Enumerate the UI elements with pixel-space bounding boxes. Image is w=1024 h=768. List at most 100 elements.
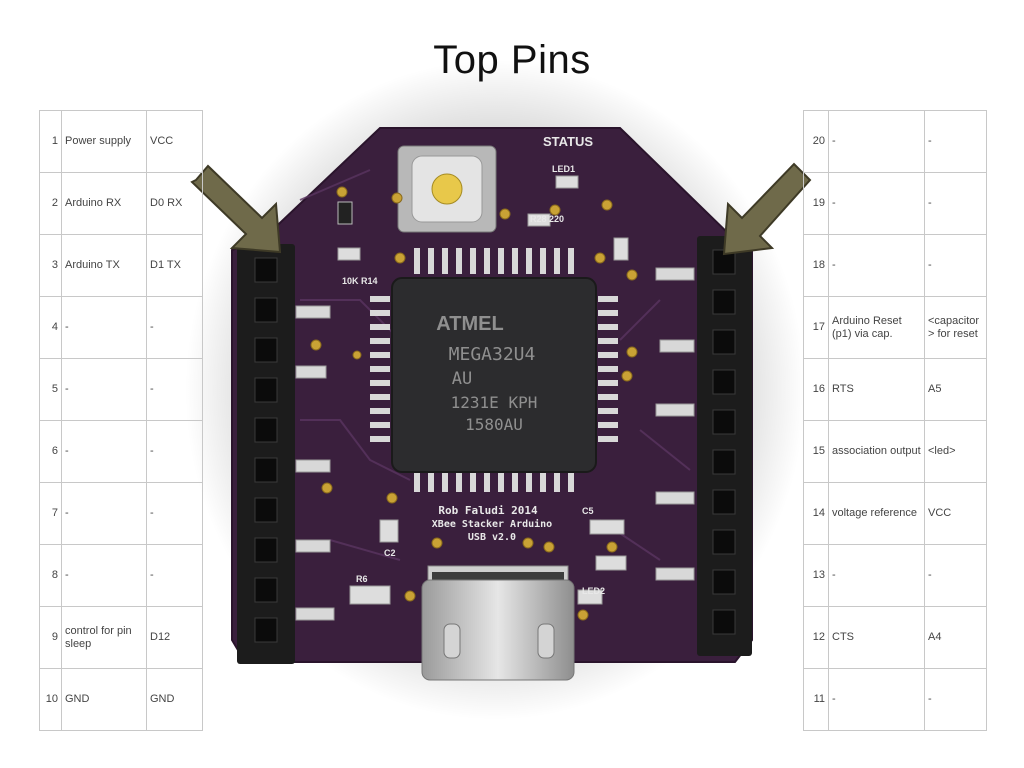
pin-signal: - — [146, 358, 203, 421]
pin-signal: - — [146, 482, 203, 545]
pin-function: Power supply — [61, 110, 147, 173]
pin-number: 7 — [39, 482, 62, 545]
pin-number: 6 — [39, 420, 62, 483]
pin-number: 16 — [803, 358, 829, 421]
pin-number: 10 — [39, 668, 62, 731]
pin-number: 9 — [39, 606, 62, 669]
status-label: STATUS — [543, 134, 593, 149]
pin-number: 11 — [803, 668, 829, 731]
pin-function: - — [828, 668, 925, 731]
chip-line-3: 1231E KPH — [451, 393, 538, 412]
pin-number: 18 — [803, 234, 829, 297]
pin-number: 1 — [39, 110, 62, 173]
pin-function: - — [828, 544, 925, 607]
chip-brand-text: ATMEL — [436, 313, 503, 335]
pin-function: - — [61, 296, 147, 359]
pin-function: RTS — [828, 358, 925, 421]
pin-signal: - — [924, 172, 987, 235]
r14-label: 10K R14 — [342, 276, 378, 286]
pin-number: 8 — [39, 544, 62, 607]
left-pointer-arrow — [190, 164, 282, 254]
pin-number: 15 — [803, 420, 829, 483]
pin-number: 17 — [803, 296, 829, 359]
right-pointer-arrow — [722, 162, 812, 256]
pin-function: - — [828, 110, 925, 173]
pin-row: 18-- — [803, 234, 987, 297]
pin-signal: - — [924, 234, 987, 297]
pin-number: 3 — [39, 234, 62, 297]
pin-number: 2 — [39, 172, 62, 235]
chip-line-1: MEGA32U4 — [449, 344, 536, 365]
pin-function: Arduino RX — [61, 172, 147, 235]
pin-signal: D0 RX — [146, 172, 203, 235]
chip-top-pins — [414, 248, 574, 274]
reset-button-component — [397, 145, 497, 233]
pin-function: control for pin sleep — [61, 606, 147, 669]
pin-function: - — [61, 420, 147, 483]
pin-function: Arduino TX — [61, 234, 147, 297]
c2-label: C2 — [384, 548, 396, 558]
pin-signal: GND — [146, 668, 203, 731]
pin-signal: - — [146, 420, 203, 483]
left-side-pads — [295, 305, 335, 621]
pin-signal: VCC — [924, 482, 987, 545]
pin-function: - — [828, 172, 925, 235]
pin-signal: - — [924, 668, 987, 731]
pin-function: voltage reference — [828, 482, 925, 545]
pin-function: association output — [828, 420, 925, 483]
pin-signal: A5 — [924, 358, 987, 421]
pin-signal: - — [146, 296, 203, 359]
led1-label: LED1 — [552, 164, 575, 174]
pin-row: 4-- — [39, 296, 203, 359]
left-pin-header — [237, 244, 295, 664]
pin-signal: D1 TX — [146, 234, 203, 297]
pin-signal: - — [146, 544, 203, 607]
pin-function: GND — [61, 668, 147, 731]
pin-function: - — [828, 234, 925, 297]
c5-label: C5 — [582, 506, 594, 516]
pin-row: 5-- — [39, 358, 203, 421]
led2-label: LED2 — [582, 586, 605, 596]
pin-row: 20-- — [803, 110, 987, 173]
pin-function: CTS — [828, 606, 925, 669]
pin-function: - — [61, 482, 147, 545]
pin-row: 19-- — [803, 172, 987, 235]
pin-signal: <capacitor> for reset — [924, 296, 987, 359]
pin-row: 6-- — [39, 420, 203, 483]
pin-function: Arduino Reset (p1) via cap. — [828, 296, 925, 359]
pin-signal: <led> — [924, 420, 987, 483]
pin-row: 8-- — [39, 544, 203, 607]
smd-components — [337, 175, 629, 605]
pin-signal: - — [924, 110, 987, 173]
pin-number: 4 — [39, 296, 62, 359]
usb-connector — [421, 565, 575, 681]
chip-line-2: AU — [452, 369, 472, 389]
gold-vias — [310, 186, 638, 621]
credit-line-3: USB v2.0 — [468, 532, 516, 543]
microcontroller-chip — [391, 277, 597, 473]
pin-number: 20 — [803, 110, 829, 173]
pin-signal: - — [924, 544, 987, 607]
pin-number: 5 — [39, 358, 62, 421]
chip-line-4: 1580AU — [465, 415, 523, 434]
pin-number: 12 — [803, 606, 829, 669]
pin-number: 13 — [803, 544, 829, 607]
right-side-pads — [655, 267, 695, 581]
r6-label: R6 — [356, 574, 368, 584]
pin-row: 11-- — [803, 668, 987, 731]
pin-function: - — [61, 544, 147, 607]
chip-bottom-pins — [414, 470, 574, 492]
credit-line-1: Rob Faludi 2014 — [438, 504, 538, 517]
pin-number: 19 — [803, 172, 829, 235]
right-pin-header — [697, 236, 752, 656]
